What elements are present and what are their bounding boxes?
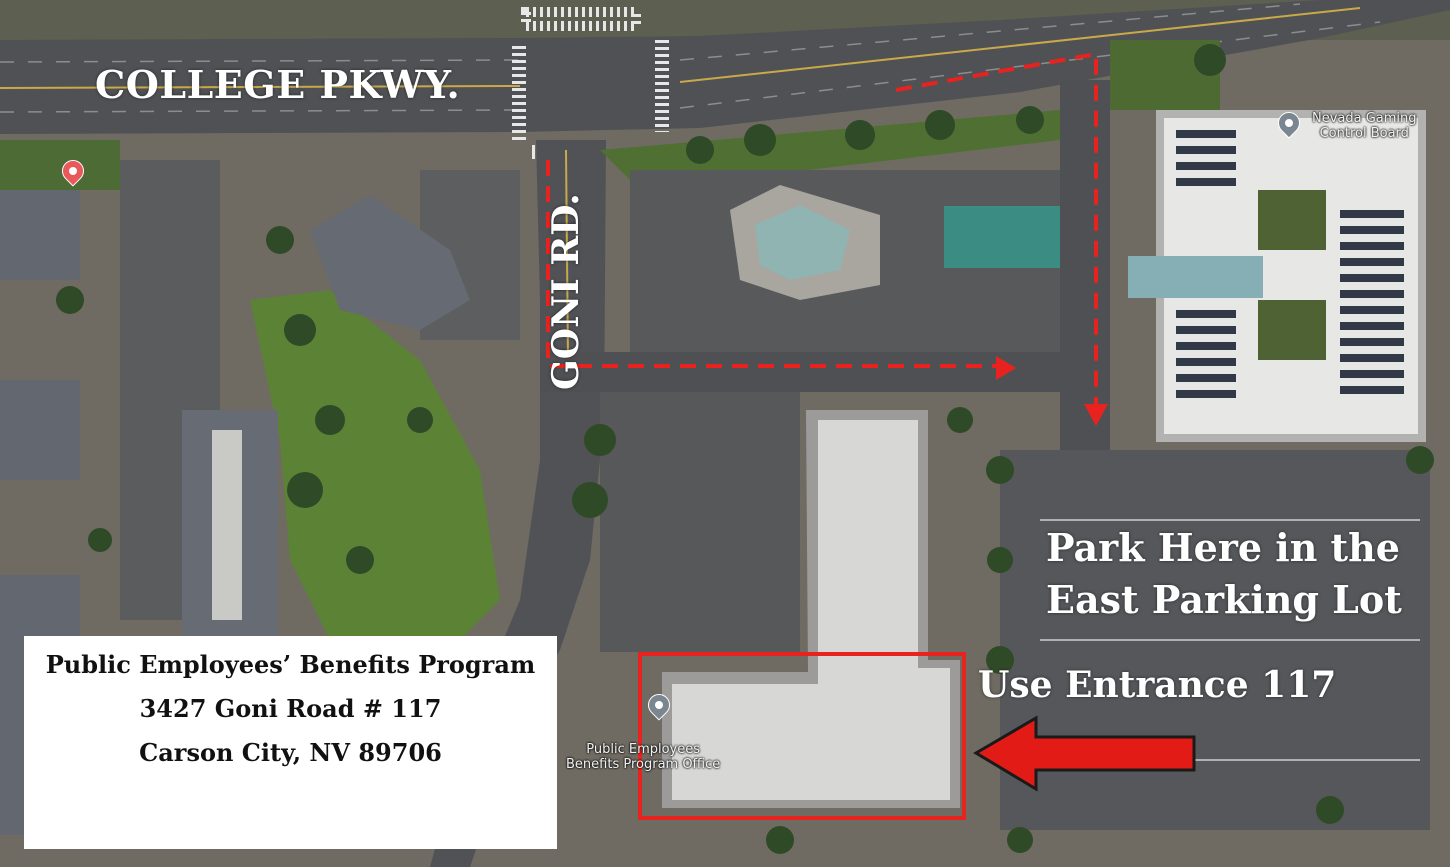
- place-label-line: Nevada Gaming: [1312, 111, 1417, 126]
- road-label-college-pkwy: COLLEGE PKWY.: [95, 62, 461, 107]
- parking-instruction-line-1: Park Here in the: [1046, 525, 1400, 570]
- golf-green: [250, 290, 500, 640]
- building-bank-roof: [755, 205, 850, 280]
- building-octagon: [310, 195, 470, 330]
- drive-east-west: [540, 352, 1100, 392]
- gaming-board-courtyard: [1258, 190, 1326, 250]
- college-pkwy-centerline: [0, 85, 521, 89]
- gaming-board-wing: [1128, 256, 1263, 298]
- solar-panels: [1176, 130, 1404, 398]
- gaming-board-courtyard: [1258, 300, 1326, 360]
- road-label-goni-rd: GONI RD.: [545, 193, 587, 390]
- goni-rd-road: [430, 140, 606, 867]
- building-west-4-roof: [212, 430, 242, 620]
- address-city: Carson City, NV 89706: [139, 738, 442, 767]
- address-street: 3427 Goni Road # 117: [139, 694, 442, 723]
- parking-instruction: Park Here in the East Parking Lot: [1046, 522, 1402, 626]
- building-west-1: [0, 190, 80, 280]
- college-pkwy-centerline-east: [679, 7, 1361, 83]
- building-green-roof: [944, 206, 1062, 268]
- route-line: [546, 160, 996, 368]
- place-label-line: Public Employees: [586, 742, 701, 757]
- college-pkwy-road: [0, 0, 1450, 134]
- crosswalk: [521, 7, 641, 31]
- address-card: Public Employees’ Benefits Program 3427 …: [24, 636, 557, 849]
- place-label-gaming-board[interactable]: Nevada Gaming Control Board: [1312, 111, 1417, 141]
- place-label-line: Control Board: [1319, 126, 1409, 141]
- entrance-instruction: Use Entrance 117: [978, 664, 1337, 706]
- address-card-title: Public Employees’ Benefits Program: [45, 650, 536, 679]
- goni-rd-centerline: [565, 149, 569, 361]
- place-label-pebp-office[interactable]: Public Employees Benefits Program Office: [566, 742, 720, 772]
- entrance-highlight-box: [638, 652, 966, 820]
- pebp-building-roof: [672, 420, 950, 800]
- college-pkwy-lane: [679, 3, 1301, 61]
- college-pkwy-lane: [679, 21, 1381, 109]
- college-pkwy-lane: [0, 109, 521, 113]
- left-arrow-icon: [973, 715, 1196, 792]
- building-west-2: [0, 380, 80, 480]
- drive-north-south: [1060, 80, 1110, 520]
- route-line-east: [895, 51, 1098, 406]
- route-arrowhead-east: [996, 356, 1016, 380]
- route-arrowhead-south: [1084, 404, 1108, 426]
- trees: [56, 44, 1434, 854]
- grass-area: [0, 140, 120, 190]
- college-pkwy-lane: [0, 59, 521, 63]
- parking-instruction-line-2: East Parking Lot: [1046, 577, 1402, 622]
- parking-lot-pebp-west: [600, 392, 800, 652]
- place-label-line: Benefits Program Office: [566, 757, 721, 772]
